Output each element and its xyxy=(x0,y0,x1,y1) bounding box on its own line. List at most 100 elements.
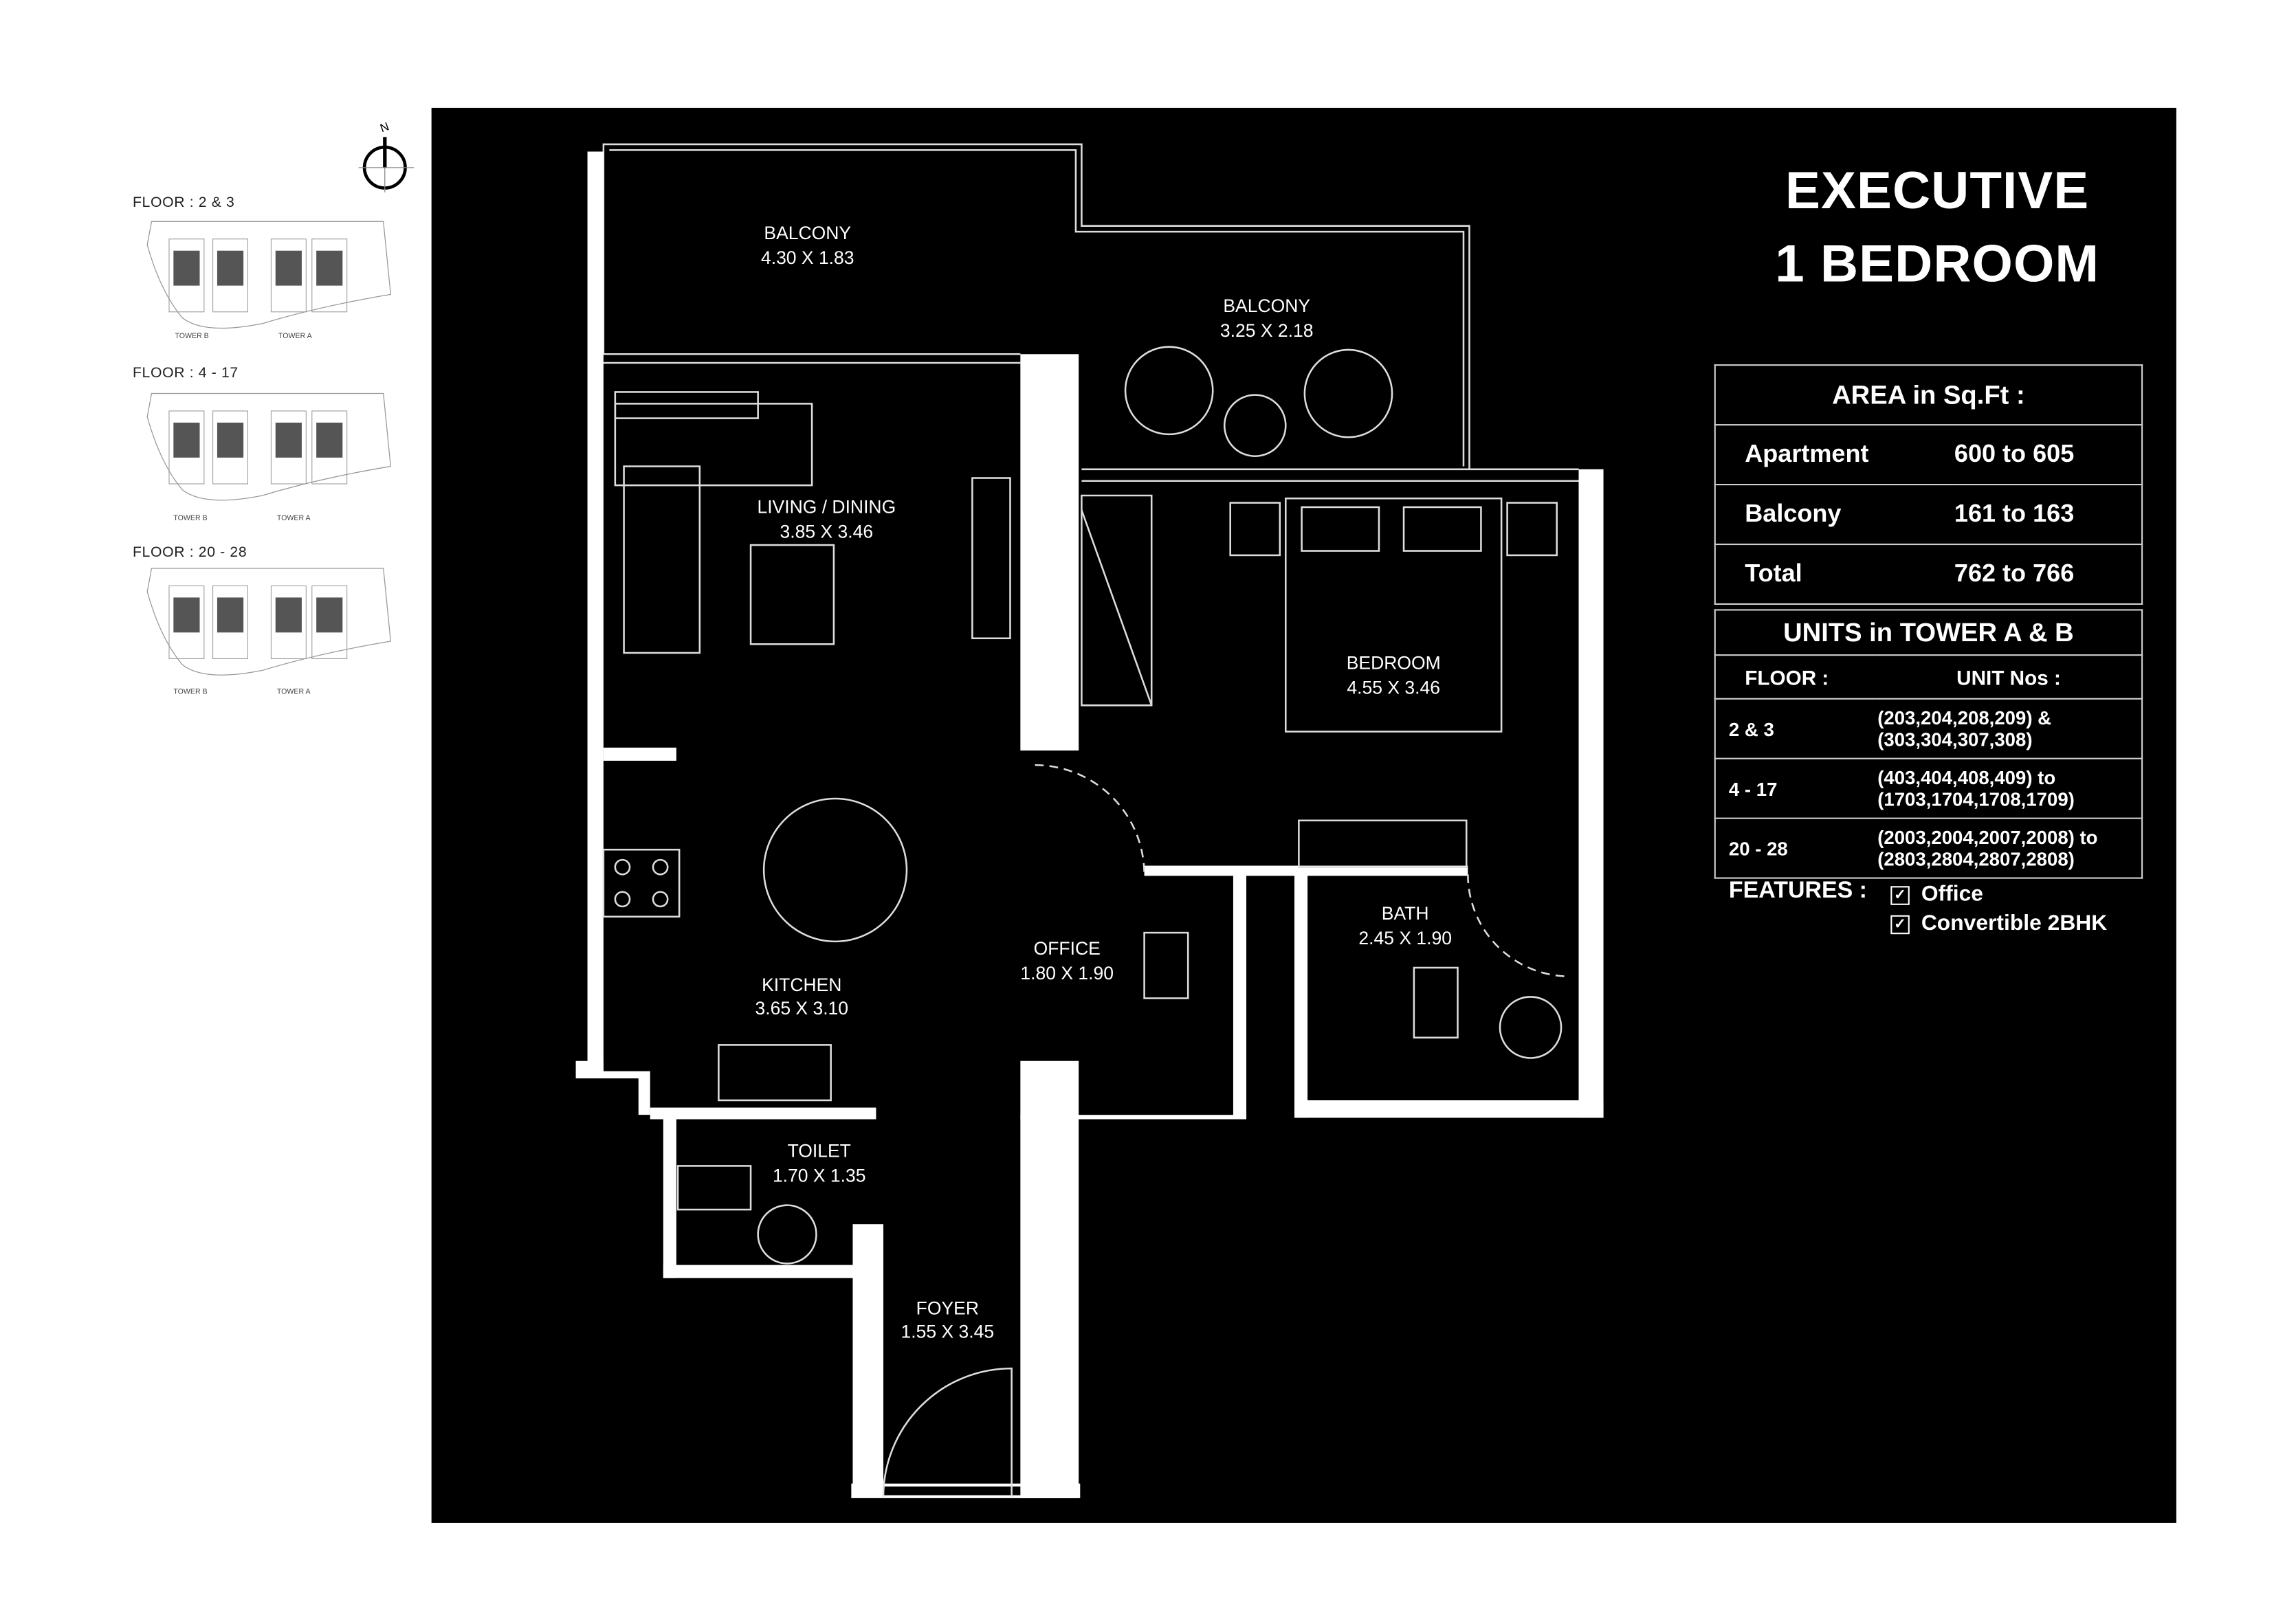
highlighted-unit xyxy=(173,422,200,458)
room-name-toilet: TOILET xyxy=(788,1141,851,1161)
unit-numbers: (203,204,208,209) & xyxy=(1877,707,2052,729)
site-plan-diagram xyxy=(146,568,391,676)
toilet-fixture xyxy=(676,1165,752,1211)
unit-numbers: (1703,1704,1708,1709) xyxy=(1877,788,2075,810)
highlighted-unit xyxy=(217,250,244,286)
feature-label: Convertible 2BHK xyxy=(1921,911,2108,936)
features-label: FEATURES : xyxy=(1728,878,1867,904)
north-compass-icon: N xyxy=(358,120,415,192)
tv-unit xyxy=(971,477,1011,640)
table-row: 4 - 17(403,404,408,409) to(1703,1704,170… xyxy=(1714,757,2143,819)
tower-label: TOWER A xyxy=(276,514,311,524)
room-size: 1.55 X 3.45 xyxy=(901,1322,995,1342)
dining-table xyxy=(762,797,908,943)
bath-door-swing xyxy=(1467,874,1570,978)
sofa xyxy=(623,465,701,654)
walls xyxy=(575,151,1604,1498)
floor-range: 4 - 17 xyxy=(1714,757,1877,819)
area-label: Total xyxy=(1714,543,1953,605)
area-label: Apartment xyxy=(1714,424,1953,486)
tower-outline xyxy=(212,585,249,659)
unit-numbers: (2003,2004,2007,2008) to xyxy=(1877,826,2098,849)
washbasin xyxy=(1499,996,1563,1059)
checkbox-checked-icon: ✓ xyxy=(1890,885,1910,904)
floor-label: FLOOR : 20 - 28 xyxy=(132,545,247,561)
column-header-floor: FLOOR : xyxy=(1714,654,1877,700)
site-boundary xyxy=(146,221,391,329)
tower-label: TOWER A xyxy=(278,332,312,342)
tower-label: TOWER A xyxy=(276,687,311,697)
table-row: 20 - 28(2003,2004,2007,2008) to(2803,280… xyxy=(1714,817,2143,879)
room-name-balcony: BALCONY xyxy=(1223,296,1310,316)
tower-outline xyxy=(168,238,205,313)
tower-outline xyxy=(168,410,205,485)
room-name-office: OFFICE xyxy=(1034,938,1101,959)
tower-outline xyxy=(311,585,348,659)
room-name-balcony: BALCONY xyxy=(764,223,851,243)
room-name-kitchen: KITCHEN xyxy=(762,975,841,995)
highlighted-unit xyxy=(316,422,343,458)
tower-outline xyxy=(212,410,249,485)
wardrobe xyxy=(1298,819,1468,868)
area-value: 161 to 163 xyxy=(1952,484,2143,546)
tower-label: TOWER B xyxy=(175,332,209,342)
tower-outline xyxy=(270,238,307,313)
office-door-swing xyxy=(1035,764,1145,875)
site-plan-diagram xyxy=(146,221,391,329)
feature-item-convertible-2bhk: ✓Convertible 2BHK xyxy=(1890,911,2107,935)
compass-north-label: N xyxy=(378,120,390,135)
room-size: 4.30 X 1.83 xyxy=(761,247,854,268)
feature-label: Office xyxy=(1921,881,1983,906)
feature-item-office: ✓ Office xyxy=(1890,882,1983,906)
bed xyxy=(1285,497,1503,733)
column-header-unit-nos: UNIT Nos : xyxy=(1876,654,2143,700)
room-labels: BALCONY 4.30 X 1.83 BALCONY 3.25 X 2.18 … xyxy=(755,223,1451,1342)
room-name-bath: BATH xyxy=(1382,903,1429,924)
balcony-chair xyxy=(1303,348,1393,438)
stove xyxy=(602,848,681,918)
area-value: 762 to 766 xyxy=(1952,543,2143,605)
highlighted-unit xyxy=(316,250,343,286)
unit-numbers: (2803,2804,2807,2808) xyxy=(1877,848,2075,870)
room-name-bedroom: BEDROOM xyxy=(1347,652,1441,673)
highlighted-unit xyxy=(217,597,244,633)
floor-label: FLOOR : 2 & 3 xyxy=(132,195,235,212)
tower-outline xyxy=(311,410,348,485)
room-size: 2.45 X 1.90 xyxy=(1358,928,1452,948)
balcony-table xyxy=(1223,394,1287,457)
tower-outline xyxy=(212,238,249,313)
tower-outline xyxy=(311,238,348,313)
room-size: 4.55 X 3.46 xyxy=(1347,677,1440,698)
highlighted-unit xyxy=(275,597,302,633)
balcony-chair xyxy=(1124,346,1214,436)
furniture xyxy=(602,346,1570,1497)
balcony-outline xyxy=(602,143,1579,482)
room-name-foyer: FOYER xyxy=(916,1298,979,1319)
highlighted-unit xyxy=(173,597,200,633)
tower-outline xyxy=(270,585,307,659)
room-size: 3.65 X 3.10 xyxy=(755,998,848,1019)
site-boundary xyxy=(146,392,391,501)
room-size: 3.85 X 3.46 xyxy=(780,521,874,542)
washbasin xyxy=(757,1204,817,1265)
tower-outline xyxy=(168,585,205,659)
room-size: 3.25 X 2.18 xyxy=(1220,320,1314,341)
table-row: 2 & 3(203,204,208,209) &(303,304,307,308… xyxy=(1714,698,2143,759)
tower-label: TOWER B xyxy=(173,687,208,697)
sink xyxy=(718,1044,832,1102)
units-table: UNITS in TOWER A & B FLOOR :UNIT Nos : 2… xyxy=(1714,609,2143,879)
highlighted-unit xyxy=(275,250,302,286)
highlighted-unit xyxy=(217,422,244,458)
area-label: Balcony xyxy=(1714,484,1953,546)
toilet-fixture xyxy=(1413,966,1459,1039)
unit-numbers: (403,404,408,409) to xyxy=(1877,766,2056,789)
highlighted-unit xyxy=(275,422,302,458)
floor-range: 2 & 3 xyxy=(1714,698,1877,759)
room-size: 1.80 X 1.90 xyxy=(1020,963,1114,983)
floor-label: FLOOR : 4 - 17 xyxy=(132,366,239,382)
room-size: 1.70 X 1.35 xyxy=(773,1166,866,1186)
